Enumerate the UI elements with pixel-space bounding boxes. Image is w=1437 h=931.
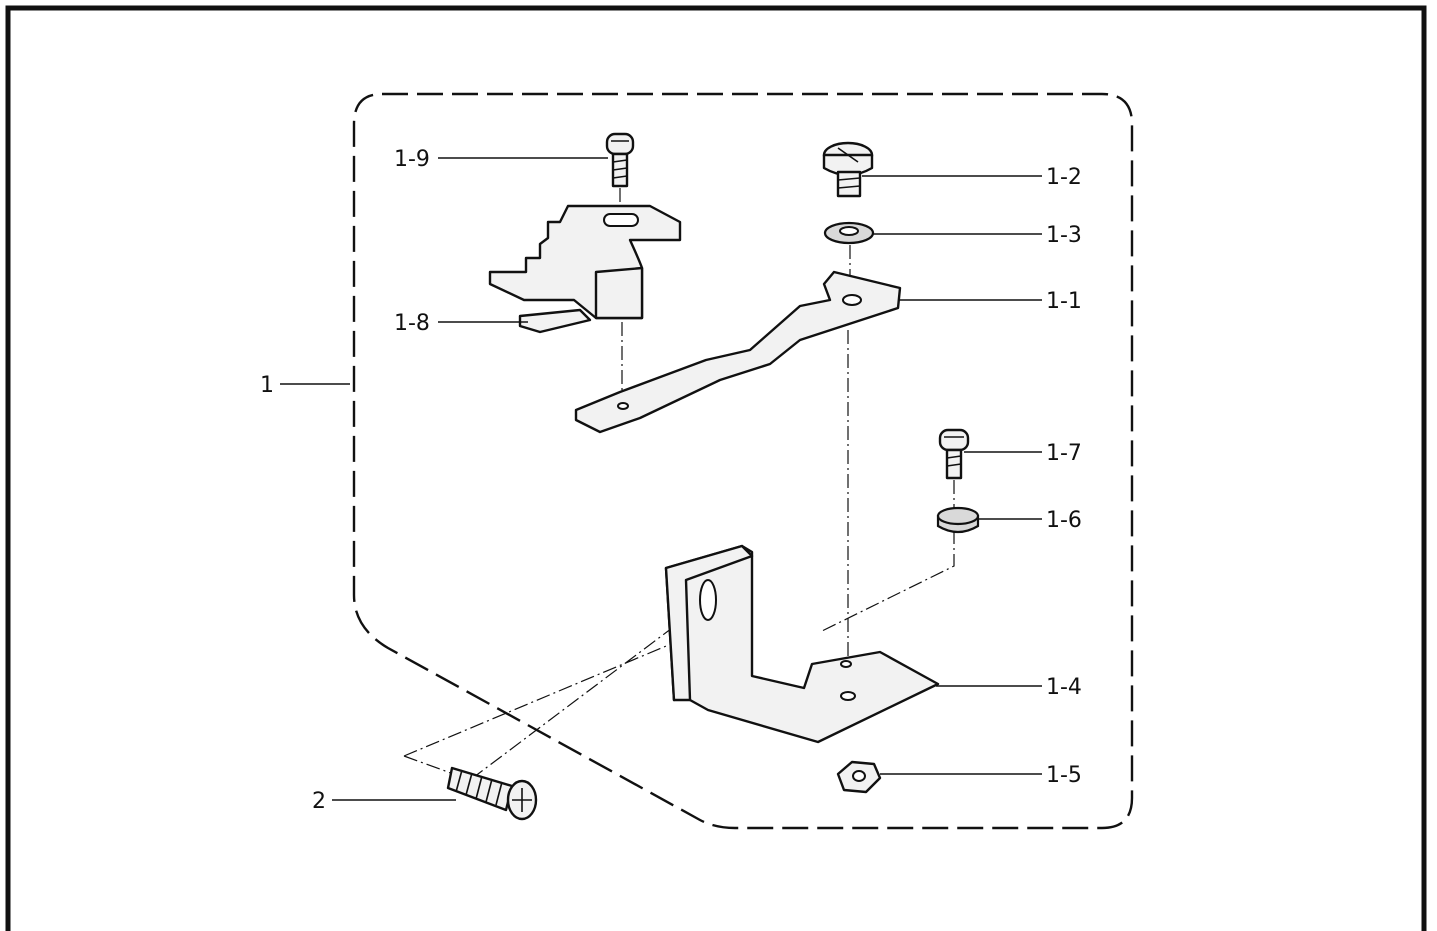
callout-1-6: 1-6 bbox=[1046, 508, 1082, 533]
axis-washer-1-6 bbox=[819, 530, 955, 633]
thumb-screw-1-2 bbox=[822, 141, 874, 198]
callout-2: 2 bbox=[312, 789, 326, 814]
callout-1-8: 1-8 bbox=[394, 311, 430, 336]
callout-1-1: 1-1 bbox=[1046, 289, 1082, 314]
callout-1-2: 1-2 bbox=[1046, 165, 1082, 190]
l-bracket-1-4 bbox=[664, 544, 940, 744]
assembly-boundary bbox=[352, 92, 1134, 830]
screw-1-7 bbox=[938, 428, 970, 480]
screw-1-9 bbox=[605, 132, 635, 188]
hex-nut-1-5 bbox=[836, 760, 882, 794]
bracket-1-8 bbox=[488, 204, 682, 334]
callout-1-9: 1-9 bbox=[394, 147, 430, 172]
page-frame bbox=[5, 5, 1427, 931]
callout-1-5: 1-5 bbox=[1046, 763, 1082, 788]
washer-1-3 bbox=[823, 221, 875, 245]
screw-2 bbox=[446, 766, 538, 821]
callout-1-7: 1-7 bbox=[1046, 441, 1082, 466]
callout-1-3: 1-3 bbox=[1046, 223, 1082, 248]
callout-1-4: 1-4 bbox=[1046, 675, 1082, 700]
callout-1: 1 bbox=[260, 373, 274, 398]
washer-1-6 bbox=[936, 506, 980, 534]
lever-plate-1-1 bbox=[574, 270, 902, 434]
